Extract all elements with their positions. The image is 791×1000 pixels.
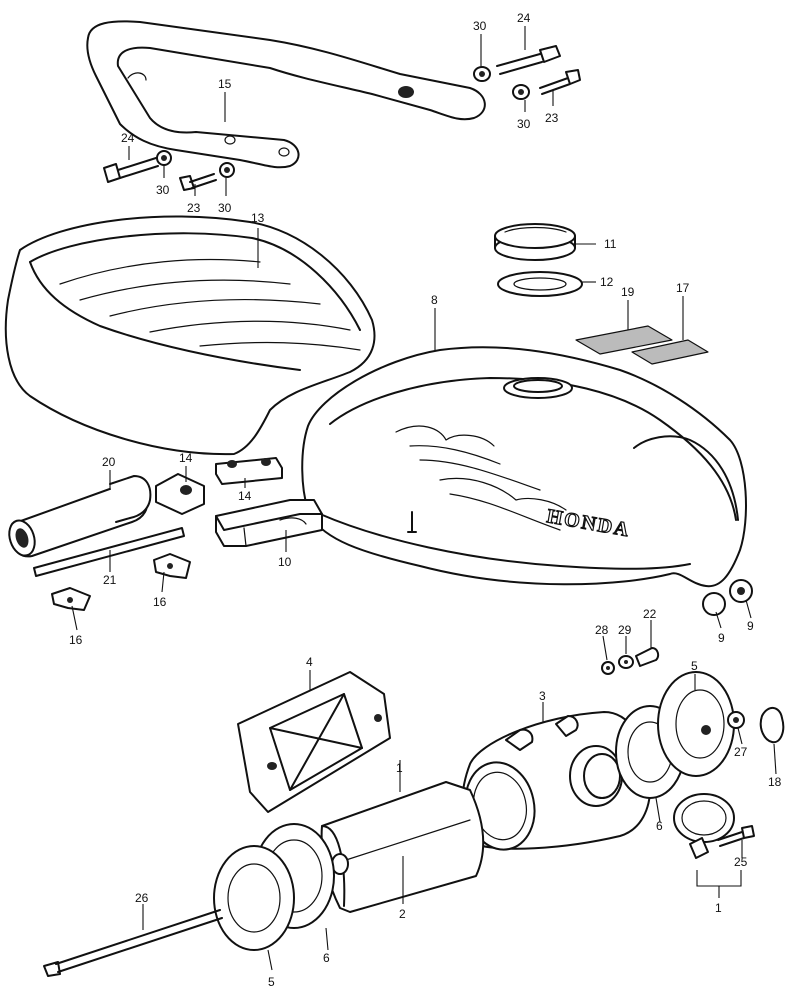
callout-30-left: 30 [156, 183, 170, 197]
bolt-24-left [103, 157, 159, 183]
through-bolt [43, 909, 223, 977]
callout-14-b: 14 [238, 489, 252, 503]
callout-27: 27 [734, 745, 748, 759]
callout-30-top: 30 [473, 19, 487, 33]
end-plates-left [213, 823, 335, 951]
cleaner-fasteners [601, 647, 660, 675]
bracket [215, 499, 323, 547]
nut-30-top-left [473, 66, 491, 82]
callout-28: 28 [595, 623, 609, 637]
nut-27 [727, 711, 745, 729]
callout-23-left: 23 [187, 201, 201, 215]
tank-cushions [702, 579, 753, 616]
air-cleaner-bracket [237, 671, 391, 813]
callout-9-b: 9 [747, 619, 754, 633]
seat-rubbers [155, 457, 283, 515]
callout-14-a: 14 [179, 451, 193, 465]
gasket-18 [759, 707, 785, 744]
callout-4: 4 [306, 655, 313, 669]
callout-19: 19 [621, 285, 635, 299]
callout-15: 15 [218, 77, 232, 91]
callout-30-left2: 30 [218, 201, 232, 215]
callout-17: 17 [676, 281, 690, 295]
leader-lines [71, 26, 777, 971]
tank-brand-emblem: HONDA [545, 505, 632, 541]
air-filter-element [320, 781, 485, 913]
rail-fasteners [103, 45, 581, 191]
bolt-24-right [496, 45, 561, 75]
callout-6-right: 6 [656, 819, 663, 833]
callout-2: 2 [399, 907, 406, 921]
bolt-23-right [539, 69, 581, 95]
nut-30-mid-right [219, 162, 235, 178]
clips [51, 553, 191, 611]
callout-1-bottom: 1 [715, 901, 722, 915]
grab-rail [86, 20, 486, 169]
fuel-tank: HONDA [301, 346, 747, 588]
callout-5-right: 5 [691, 659, 698, 673]
callout-numbers: 15 24 30 23 30 30 24 30 23 13 11 12 19 1… [69, 11, 782, 989]
callout-3: 3 [539, 689, 546, 703]
callout-6-left: 6 [323, 951, 330, 965]
callout-16-a: 16 [153, 595, 167, 609]
callout-11: 11 [604, 237, 617, 251]
callout-12: 12 [600, 275, 614, 289]
callout-30-right: 30 [517, 117, 531, 131]
callout-18: 18 [768, 775, 782, 789]
callout-9-a: 9 [718, 631, 725, 645]
callout-26: 26 [135, 891, 149, 905]
callout-29: 29 [618, 623, 632, 637]
hose-clamp [673, 793, 755, 859]
callout-23-right: 23 [545, 111, 559, 125]
callout-24-right: 24 [517, 11, 531, 25]
fuel-cap [494, 223, 576, 261]
cap-gasket [497, 271, 583, 297]
callout-22: 22 [643, 607, 657, 621]
callout-20: 20 [102, 455, 116, 469]
callout-24-left: 24 [121, 131, 135, 145]
callout-1-top: 1 [396, 761, 403, 775]
callout-21: 21 [103, 573, 117, 587]
end-plates-right [615, 671, 735, 799]
callout-8: 8 [431, 293, 438, 307]
seat [4, 215, 376, 456]
tool-tube [8, 475, 152, 558]
callout-10: 10 [278, 555, 292, 569]
callout-5-left: 5 [268, 975, 275, 989]
bolt-23-left [179, 173, 217, 191]
decals [575, 325, 709, 365]
nut-30-top-right [512, 84, 530, 100]
callout-25: 25 [734, 855, 748, 869]
callout-16-b: 16 [69, 633, 83, 647]
callout-13: 13 [251, 211, 265, 225]
